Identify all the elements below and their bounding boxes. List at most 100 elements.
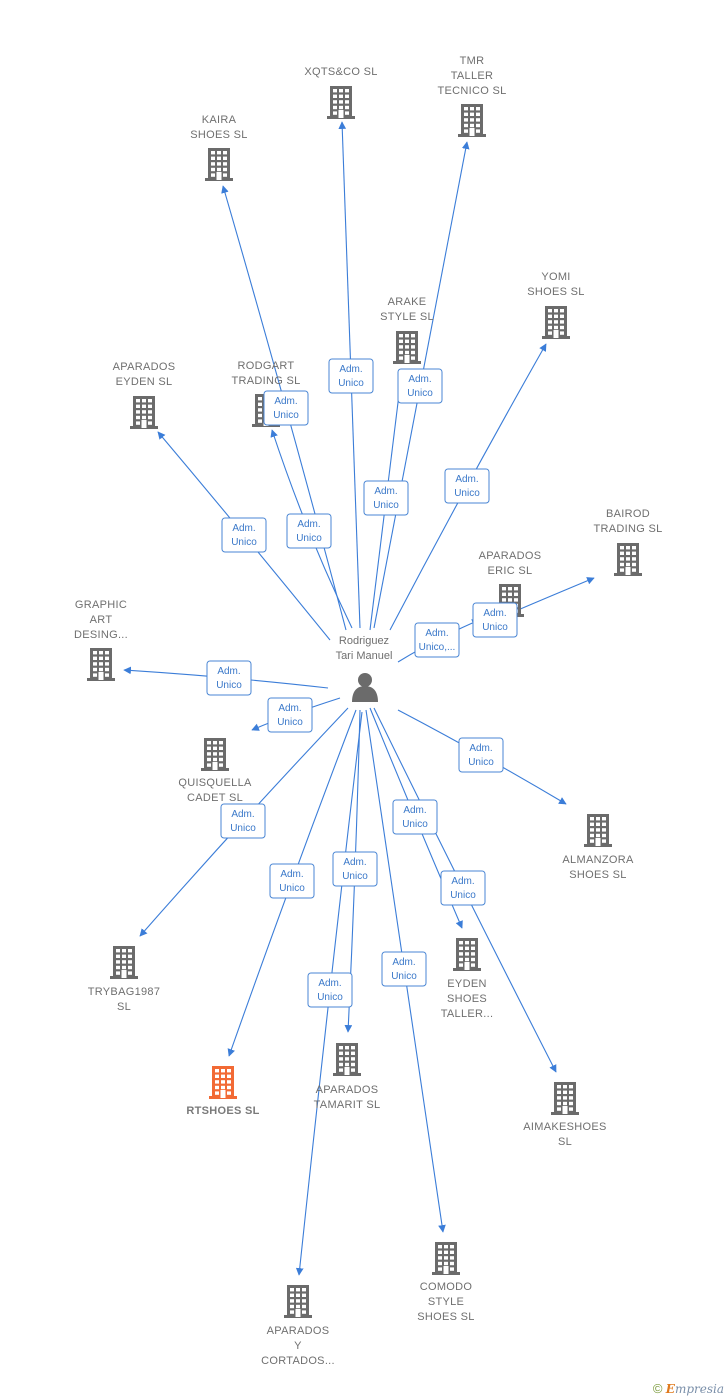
role-badge-cortados[interactable]: Adm. Unico (307, 972, 353, 1008)
role-badge-arake[interactable]: Adm.Unico (363, 480, 409, 516)
company-label-line: ART (90, 614, 113, 626)
company-label-line: SHOES (447, 993, 487, 1005)
company-label-line: TRADING SL (231, 375, 300, 387)
company-label-line: SHOES SL (417, 1311, 474, 1323)
role-badge-rodgart[interactable]: Adm.Unico (286, 513, 332, 549)
role-badge-trybag[interactable]: Adm.Unico (220, 803, 266, 839)
building-icon (542, 306, 570, 339)
role-badge-aimake[interactable]: Adm.Unico (440, 870, 486, 906)
role-badge-yomi[interactable]: Adm.Unico (444, 468, 490, 504)
badge-line: Unico (277, 717, 303, 728)
company-node-almanzora[interactable]: ALMANZORA SHOES SL (562, 814, 634, 881)
building-icon (209, 1066, 237, 1099)
company-node-yomi[interactable]: YOMI SHOES SL (527, 271, 584, 339)
badge-line: Adm. (339, 364, 362, 375)
center-node[interactable]: Rodriguez Tari Manuel (336, 635, 393, 702)
company-label-line: SHOES SL (527, 286, 584, 298)
company-node-rtshoes[interactable]: RTSHOES SL (186, 1066, 259, 1117)
role-badge-eyden_taller[interactable]: Adm. Unico (392, 799, 438, 835)
company-node-cortados[interactable]: APARADOSYCORTADOS... (261, 1285, 335, 1367)
role-badge-kaira[interactable]: Adm.Unico (263, 390, 309, 426)
badge-line: Unico (338, 378, 364, 389)
company-label-line: TMR (460, 55, 485, 67)
badge-line: Adm. (274, 396, 297, 407)
company-label-line: APARADOS (316, 1084, 379, 1096)
company-node-eyden_taller[interactable]: EYDENSHOESTALLER... (441, 938, 494, 1020)
company-label-line: TALLER (451, 70, 494, 82)
badge-line: Unico (482, 622, 508, 633)
company-node-tmr[interactable]: TMR TALLER TECNICO SL (437, 55, 506, 137)
company-node-xqts[interactable]: XQTS&CO SL (304, 66, 377, 119)
company-label-line: GRAPHIC (75, 599, 127, 611)
badge-line: Unico (216, 680, 242, 691)
company-label-line: STYLE (428, 1296, 464, 1308)
role-badge-rtshoes[interactable]: Adm.Unico (269, 863, 315, 899)
company-label-line: TRADING SL (593, 523, 662, 535)
company-label-line: TALLER... (441, 1008, 494, 1020)
brand-footer: © Empresia (653, 1381, 724, 1396)
building-icon (284, 1285, 312, 1318)
role-badge-aparados_eyden[interactable]: Adm.Unico (221, 517, 267, 553)
badge-line: Adm. (469, 743, 492, 754)
role-badge-xqts[interactable]: Adm. Unico (328, 358, 374, 394)
building-icon (205, 148, 233, 181)
badge-line: Adm. (232, 523, 255, 534)
badge-line: Adm. (374, 486, 397, 497)
badge-line: Unico (317, 992, 343, 1003)
company-label-line: YOMI (541, 271, 570, 283)
company-label-line: RODGART (238, 360, 295, 372)
badge-line: Unico (342, 871, 368, 882)
badge-line: Unico (230, 823, 256, 834)
company-label-line: TRYBAG1987 (88, 986, 161, 998)
brand-name: mpresia (674, 1382, 724, 1396)
badge-line: Adm. (318, 978, 341, 989)
role-badge-tmr[interactable]: Adm.Unico (397, 368, 443, 404)
company-label-line: STYLE SL (380, 311, 434, 323)
badge-line: Adm. (403, 805, 426, 816)
company-label-line: TECNICO SL (437, 85, 506, 97)
company-label-line: SL (117, 1001, 131, 1013)
badge-line: Unico (402, 819, 428, 830)
badge-line: Adm. (425, 628, 448, 639)
company-label-line: SHOES SL (190, 129, 247, 141)
building-icon (393, 331, 421, 364)
building-icon (201, 738, 229, 771)
brand-initial: E (665, 1382, 675, 1396)
company-node-kaira[interactable]: KAIRA SHOES SL (190, 114, 247, 181)
role-badge-comodo[interactable]: Adm.Unico (381, 951, 427, 987)
nodes-layer: XQTS&CO SL TMR TALLER TECNICO SL KAIRA SHOES … (74, 55, 662, 1367)
company-label-line: Y (294, 1340, 302, 1352)
copyright-symbol: © (652, 1381, 663, 1396)
role-badge-bairod[interactable]: Adm.Unico (472, 602, 518, 638)
building-icon (87, 648, 115, 681)
badge-line: Unico (391, 971, 417, 982)
company-label-line: SHOES SL (569, 869, 626, 881)
building-icon (551, 1082, 579, 1115)
role-badge-graphic[interactable]: Adm.Unico (206, 660, 252, 696)
role-badge-quisquella[interactable]: Adm.Unico (267, 697, 313, 733)
company-label-line: APARADOS (113, 361, 176, 373)
company-node-graphic[interactable]: GRAPHICARTDESING... (74, 599, 128, 681)
role-badge-aparados_eric[interactable]: Adm.Unico,... (414, 622, 460, 658)
company-label-line: AIMAKESHOES (523, 1121, 606, 1133)
company-label-line: APARADOS (479, 550, 542, 562)
company-label-line: ALMANZORA (562, 854, 634, 866)
role-badge-tamarit[interactable]: Adm.Unico (332, 851, 378, 887)
company-label-line: KAIRA (202, 114, 237, 126)
person-icon (352, 673, 378, 702)
company-label-line: ERIC SL (488, 565, 533, 577)
badge-line: Unico (296, 533, 322, 544)
badge-line: Unico (407, 388, 433, 399)
role-badge-almanzora[interactable]: Adm.Unico (458, 737, 504, 773)
building-icon (453, 938, 481, 971)
